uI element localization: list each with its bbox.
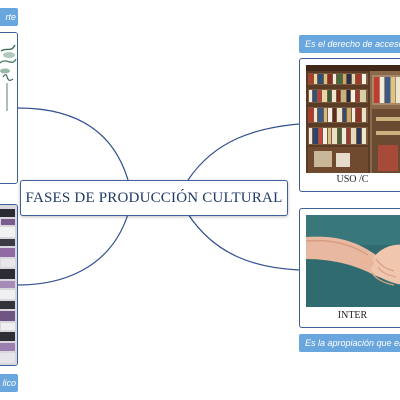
card-bottom-right-label: INTER (337, 310, 368, 321)
card-bottom-left[interactable] (0, 204, 18, 366)
connector-bottom-right (187, 213, 300, 271)
connector-top-right (187, 123, 300, 181)
posters-collage-image (0, 205, 17, 365)
bookstore-shelves-image (306, 65, 400, 173)
tag-bottom-left[interactable]: lico (0, 374, 18, 392)
tag-top-left[interactable]: rte (0, 8, 18, 26)
card-top-right-label: USO /C (336, 174, 369, 185)
tag-bottom-right[interactable]: Es la apropiación que el p (299, 334, 400, 352)
connector-bottom-left (17, 213, 129, 286)
card-top-right[interactable]: USO /C (299, 58, 400, 192)
card-bottom-right[interactable]: INTER (299, 208, 400, 328)
central-topic-title: FASES DE PRODUCCIÓN CULTURAL (25, 189, 283, 206)
central-topic[interactable]: FASES DE PRODUCCIÓN CULTURAL (20, 180, 288, 216)
tag-top-right[interactable]: Es el derecho de acceso (299, 35, 400, 53)
handshake-image (306, 215, 400, 307)
plant-sketch-image (0, 33, 17, 183)
card-top-left[interactable] (0, 32, 18, 184)
connector-top-left (17, 107, 129, 181)
